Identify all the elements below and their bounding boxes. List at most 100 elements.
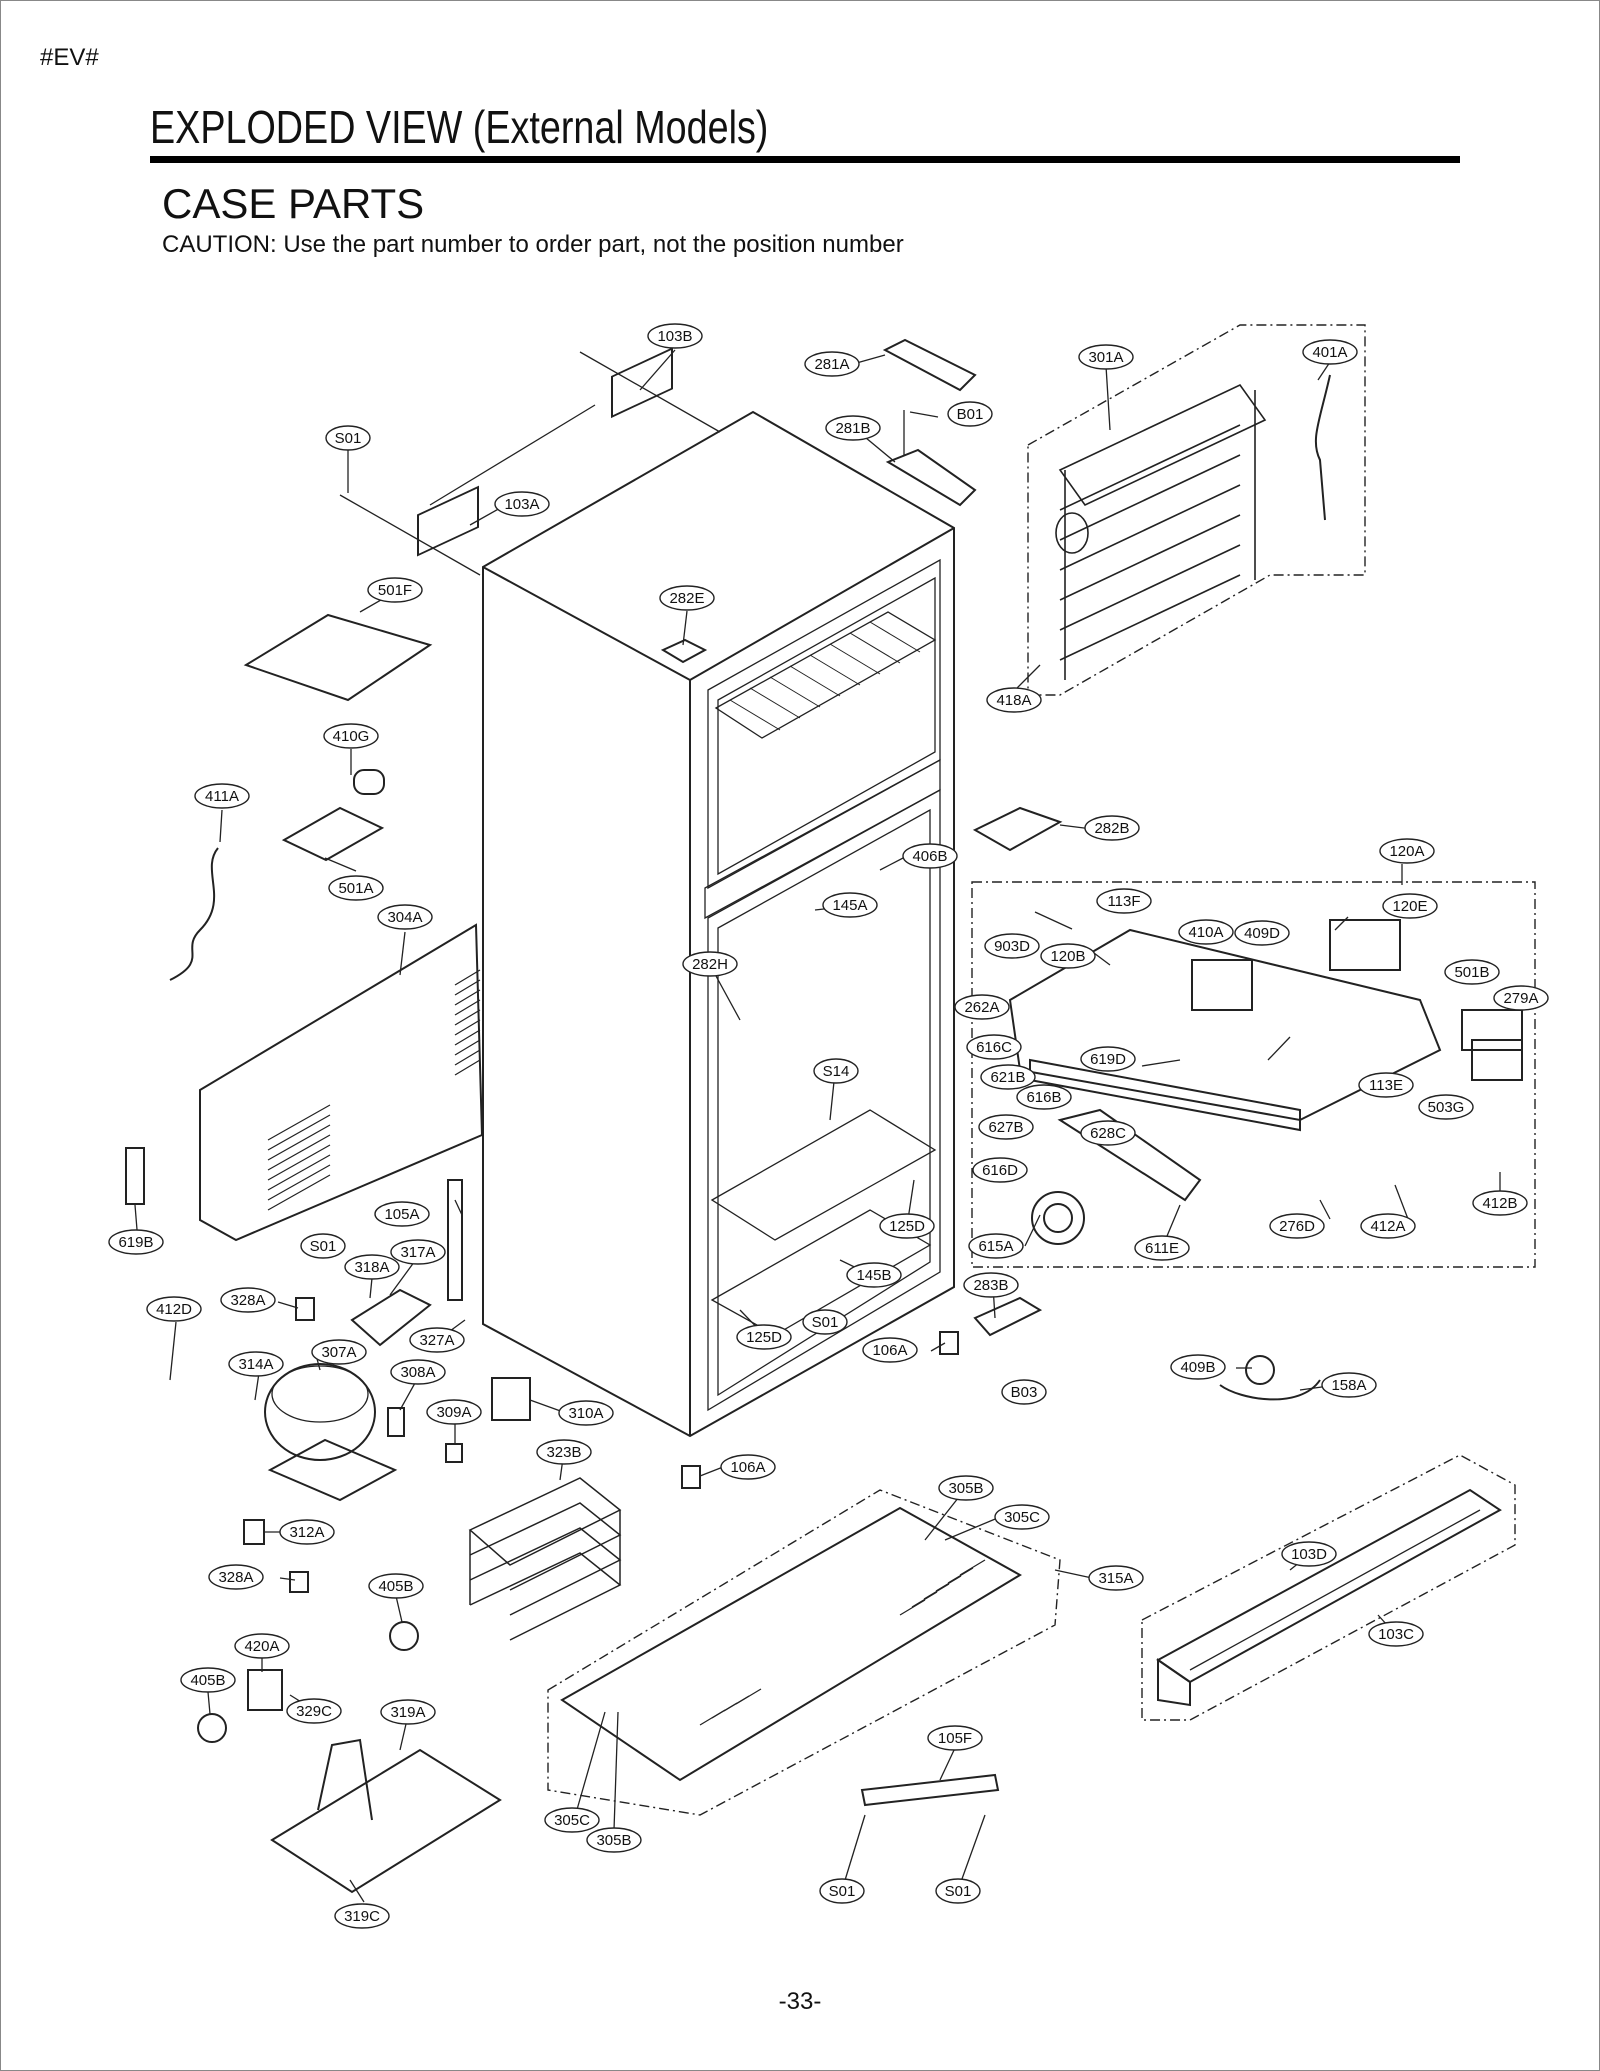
callout-305b: 305B xyxy=(938,1475,994,1501)
cabinet-body xyxy=(482,410,955,1438)
callout-bubble xyxy=(1134,1235,1190,1261)
bracket-103a xyxy=(417,485,479,557)
callout-text: B01 xyxy=(957,406,984,423)
callout-106a: 106A xyxy=(720,1454,776,1480)
page-title: EXPLODED VIEW (External Models) xyxy=(150,101,769,153)
callout-text: 409D xyxy=(1244,925,1280,942)
callout-bubble xyxy=(927,1725,983,1751)
callout-bubble xyxy=(586,1827,642,1853)
callout-text: 105A xyxy=(384,1206,419,1223)
callout-329c: 329C xyxy=(286,1698,342,1724)
callout-bubble xyxy=(1321,1372,1377,1398)
callout-text: 145A xyxy=(832,897,867,914)
callout-328a: 328A xyxy=(220,1287,276,1313)
callout-bubble xyxy=(1472,1190,1528,1216)
fan-motor-420a xyxy=(247,1669,283,1711)
front-grille-103c xyxy=(1156,1488,1502,1707)
callout-125d: 125D xyxy=(736,1324,792,1350)
callout-bubble xyxy=(963,1272,1019,1298)
callout-bubble xyxy=(368,1573,424,1599)
callout-501a: 501A xyxy=(328,875,384,901)
callout-bubble xyxy=(323,723,379,749)
callout-bubble xyxy=(819,1878,865,1904)
callout-319a: 319A xyxy=(380,1699,436,1725)
callout-s01: S01 xyxy=(819,1878,865,1904)
callout-bubble xyxy=(986,687,1042,713)
callout-319c: 319C xyxy=(334,1903,390,1929)
callout-text: 405B xyxy=(378,1578,413,1595)
callout-s01: S01 xyxy=(325,425,371,451)
grommet-312a xyxy=(243,1519,265,1545)
callout-bubble xyxy=(994,1504,1050,1530)
callout-628c: 628C xyxy=(1080,1120,1136,1146)
callout-bubble xyxy=(1001,1379,1047,1405)
callout-text: 106A xyxy=(872,1342,907,1359)
callout-bubble xyxy=(1281,1541,1337,1567)
callout-text: 125D xyxy=(746,1329,782,1346)
callout-bubble xyxy=(536,1439,592,1465)
callout-281a: 281A xyxy=(804,351,860,377)
leg-106a xyxy=(939,1331,959,1355)
callout-409d: 409D xyxy=(1234,920,1290,946)
callout-bubble xyxy=(1302,339,1358,365)
callout-276d: 276D xyxy=(1269,1213,1325,1239)
callout-text: 282B xyxy=(1094,820,1129,837)
callout-text: 406B xyxy=(912,848,947,865)
callout-bubble xyxy=(544,1807,600,1833)
callout-text: 619D xyxy=(1090,1051,1126,1068)
document-tag: #EV# xyxy=(40,44,99,71)
callout-282e: 282E xyxy=(659,585,715,611)
lamp-cover-158a xyxy=(1219,1355,1321,1401)
callout-bubble xyxy=(822,892,878,918)
callout-bubble xyxy=(409,1327,465,1353)
callout-bubble xyxy=(825,415,881,441)
callout-text: 308A xyxy=(400,1364,435,1381)
callout-120e: 120E xyxy=(1382,893,1438,919)
callout-401a: 401A xyxy=(1302,339,1358,365)
back-cover-304a xyxy=(199,923,484,1242)
callout-bubble xyxy=(966,1034,1022,1060)
callout-bubble xyxy=(968,1233,1024,1259)
callout-418a: 418A xyxy=(986,687,1042,713)
callout-103c: 103C xyxy=(1368,1621,1424,1647)
callout-text: 627B xyxy=(988,1119,1023,1136)
callout-text: 412B xyxy=(1482,1195,1517,1212)
page-number: -33- xyxy=(778,1988,822,2015)
callout-bubble xyxy=(380,1699,436,1725)
callout-text: 329C xyxy=(296,1703,332,1720)
part-309a xyxy=(445,1443,463,1463)
grommet-328a-2 xyxy=(289,1571,309,1593)
callout-text: 501A xyxy=(338,880,373,897)
callout-bubble xyxy=(804,351,860,377)
callout-616c: 616C xyxy=(966,1034,1022,1060)
callout-bubble xyxy=(1080,1046,1136,1072)
fan-blade-405b xyxy=(389,1621,419,1651)
callout-304a: 304A xyxy=(377,904,433,930)
callout-621b: 621B xyxy=(980,1064,1036,1090)
callout-611e: 611E xyxy=(1134,1235,1190,1261)
callout-s14: S14 xyxy=(813,1058,859,1084)
callout-text: 615A xyxy=(978,1238,1013,1255)
callout-bubble xyxy=(344,1254,400,1280)
callout-text: 501F xyxy=(378,582,412,599)
cover-501f xyxy=(243,613,433,702)
callout-text: 405B xyxy=(190,1672,225,1689)
callout-903d: 903D xyxy=(984,933,1040,959)
callout-text: 120A xyxy=(1389,843,1424,860)
callout-text: 281B xyxy=(835,420,870,437)
callout-308a: 308A xyxy=(390,1359,446,1385)
callout-305c: 305C xyxy=(994,1504,1050,1530)
callout-text: 282E xyxy=(669,590,704,607)
callout-bubble xyxy=(972,1157,1028,1183)
callout-text: 616D xyxy=(982,1162,1018,1179)
callout-text: 314A xyxy=(238,1356,273,1373)
hinge-cover xyxy=(882,338,977,392)
callout-113f: 113F xyxy=(1096,888,1152,914)
callout-text: 304A xyxy=(387,909,422,926)
callout-bubble xyxy=(558,1400,614,1426)
fan-blade-405b-2 xyxy=(197,1713,227,1743)
callout-315a: 315A xyxy=(1088,1565,1144,1591)
callout-text: 619B xyxy=(118,1234,153,1251)
drier-105a xyxy=(447,1179,463,1301)
callout-text: 319A xyxy=(390,1704,425,1721)
